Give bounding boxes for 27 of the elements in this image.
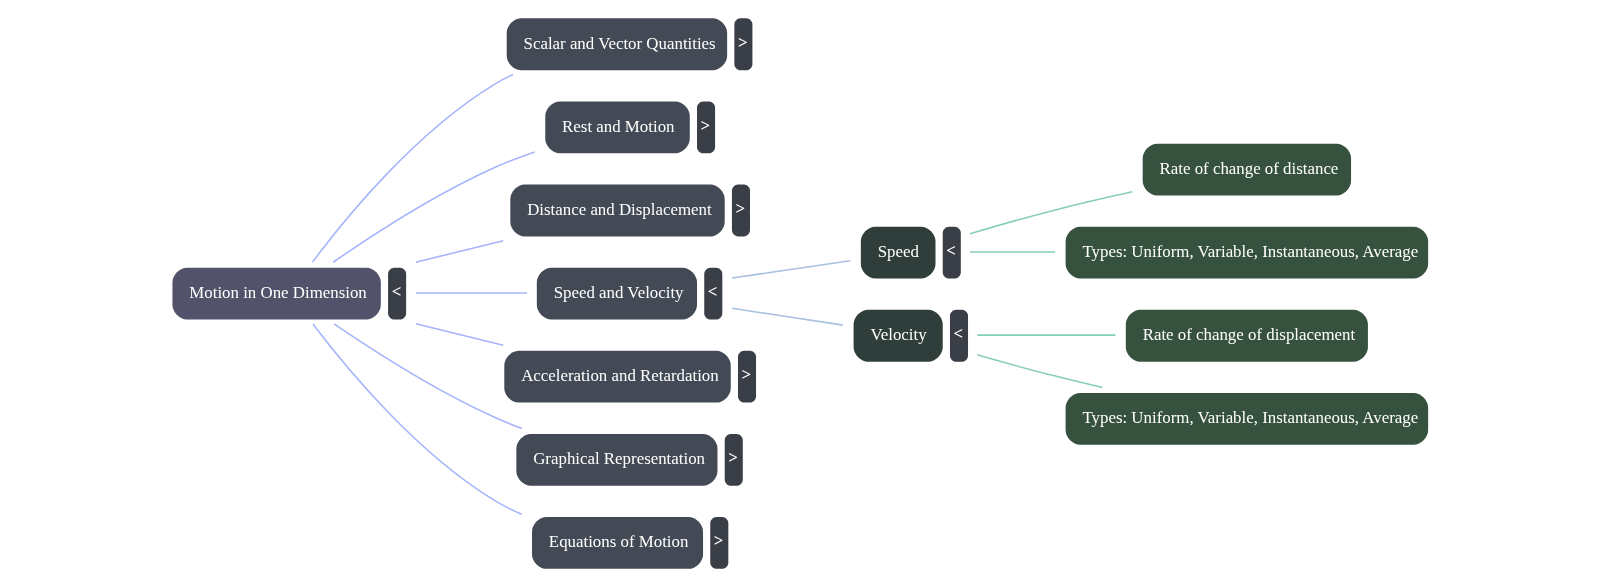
- connector: [311, 73, 514, 263]
- node-box: Types: Uniform, Variable, Instantaneous, Average: [1065, 226, 1429, 279]
- connector: [312, 323, 523, 516]
- node-label: >: [741, 364, 752, 384]
- connector: [731, 259, 852, 279]
- node-label: <: [391, 281, 402, 301]
- node-label: >: [728, 448, 738, 468]
- node-label: >: [737, 32, 748, 52]
- connector: [415, 292, 528, 294]
- connector: [969, 191, 1134, 235]
- connector: [415, 239, 504, 263]
- connector: [969, 251, 1056, 253]
- node-label: <: [953, 324, 964, 344]
- node-box: Rate of change of displacement: [1125, 309, 1368, 362]
- connector: [976, 353, 1104, 389]
- node-label: <: [707, 281, 718, 301]
- node-box: Rate of change of distance: [1142, 143, 1352, 196]
- node-box: Types: Uniform, Variable, Instantaneous, Average: [1065, 392, 1429, 445]
- connector: [332, 151, 536, 264]
- node-label: >: [713, 531, 724, 551]
- connector: [731, 307, 844, 326]
- node-label: <: [946, 240, 956, 260]
- node-label: >: [700, 115, 711, 135]
- connector: [333, 323, 523, 430]
- node-label: >: [735, 198, 746, 218]
- connector: [976, 334, 1117, 336]
- connector: [415, 323, 504, 347]
